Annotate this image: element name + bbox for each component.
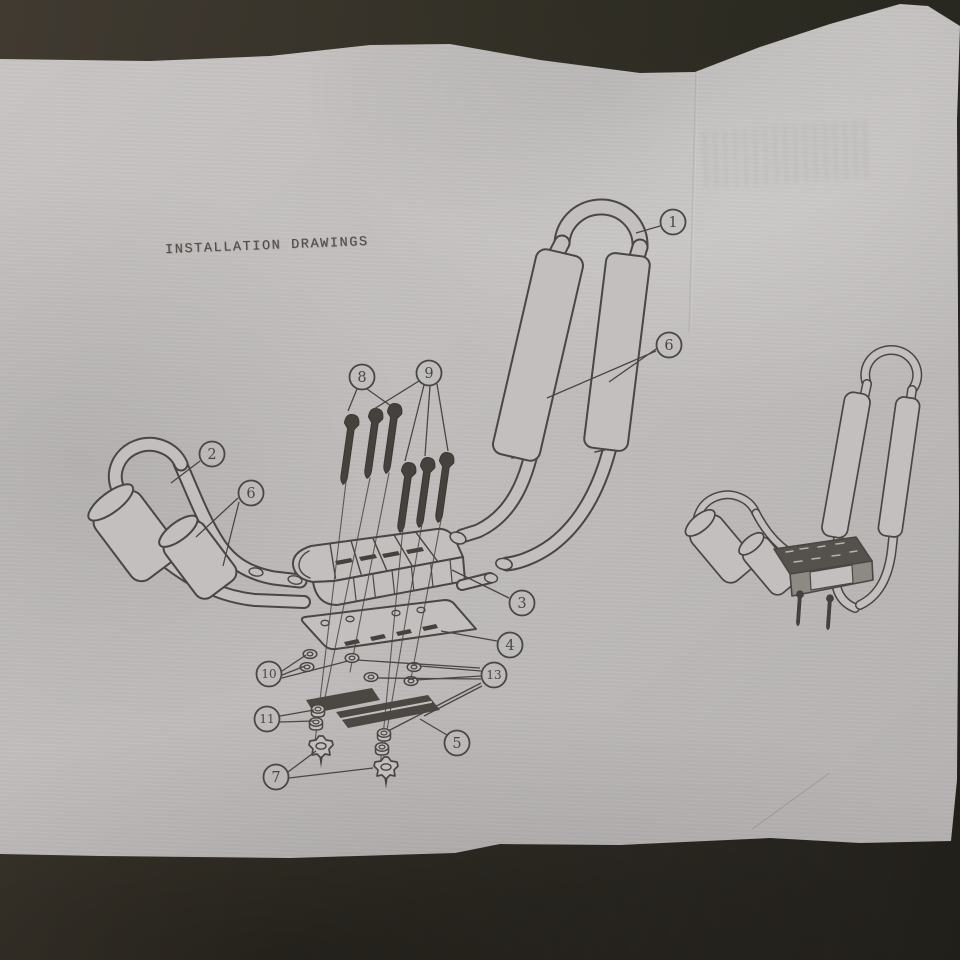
callout-leader-line: [287, 750, 317, 773]
callout-6: 6: [546, 331, 683, 399]
callout-number: 13: [486, 668, 501, 682]
callout-number: 6: [246, 486, 255, 502]
callout-leader-line: [440, 630, 498, 642]
carriage-bolts: [335, 402, 456, 534]
callout-11: 11: [253, 705, 315, 733]
callout-leader-line: [170, 460, 201, 484]
callout-number: 5: [452, 736, 461, 752]
callout-leader-line: [366, 388, 392, 407]
callout-leader-line: [419, 718, 448, 736]
foam-pad-arm-right: [583, 252, 651, 452]
callout-leader-line: [222, 501, 240, 567]
assembled-view: [684, 344, 923, 631]
callout-circle: [496, 631, 524, 659]
callout-number: 11: [259, 712, 274, 726]
callout-6: 6: [195, 479, 265, 567]
callout-leader-line: [376, 677, 482, 680]
callout-2: 2: [170, 440, 226, 484]
callout-circle: [348, 363, 376, 391]
backing-plate: [300, 599, 477, 651]
callout-8: 8: [347, 363, 392, 412]
callout-number: 4: [505, 638, 514, 654]
callout-number: 9: [424, 366, 433, 382]
callout-circle: [253, 705, 281, 733]
callout-circle: [443, 729, 471, 757]
callout-number: 3: [517, 596, 526, 612]
callout-leader-line: [195, 497, 239, 538]
callout-leader-line: [281, 665, 306, 676]
callout-1: 1: [635, 208, 687, 236]
callout-leader-line: [288, 767, 374, 779]
callout-number: 8: [357, 370, 366, 386]
callout-leader-line: [281, 654, 307, 672]
callout-leader-line: [279, 709, 315, 717]
callout-circle: [237, 479, 265, 507]
foam-pad-arm-left: [491, 248, 585, 462]
callout-circle: [255, 660, 283, 688]
mounting-base-block: [291, 527, 466, 606]
callout-circle: [198, 440, 226, 468]
callout-9: 9: [373, 359, 449, 462]
callout-circle: [262, 763, 290, 791]
callout-3: 3: [451, 569, 536, 617]
callout-leader-line: [436, 383, 449, 452]
callout-leader-line: [415, 675, 482, 681]
callout-leader-line: [635, 225, 661, 234]
callout-leader-line: [387, 682, 482, 732]
callout-circle: [480, 661, 508, 689]
callout-number: 6: [664, 338, 673, 354]
callout-leader-line: [279, 720, 314, 723]
callout-leader-line: [356, 659, 481, 669]
callout-circle: [655, 331, 683, 359]
callout-leader-line: [404, 384, 425, 462]
callout-number: 7: [271, 770, 280, 786]
callout-leader-line: [423, 685, 483, 717]
callout-leader-line: [281, 660, 349, 679]
callout-5: 5: [419, 718, 471, 757]
callout-13: 13: [356, 659, 508, 732]
callout-layer: 1 6 2 6 8 9 3 4 10 13 11 5 7: [170, 208, 687, 791]
callout-circle: [415, 359, 443, 387]
callout-leader-line: [347, 388, 358, 412]
callout-10: 10: [255, 654, 349, 688]
exploded-view: [87, 198, 651, 790]
callout-circle: [508, 589, 536, 617]
foam-pad-left-2: [158, 514, 238, 600]
callout-leader-line: [424, 385, 431, 457]
callout-leader-line: [546, 350, 657, 399]
alignment-lines: [314, 472, 442, 769]
callout-number: 1: [668, 215, 677, 231]
callout-4: 4: [440, 630, 524, 659]
callout-7: 7: [262, 750, 374, 791]
callout-leader-line: [373, 380, 420, 410]
callout-number: 2: [207, 447, 216, 463]
callout-leader-line: [419, 665, 482, 672]
foam-pad-left-1: [87, 483, 180, 583]
callout-number: 10: [261, 667, 276, 681]
callout-leader-line: [451, 569, 510, 599]
callout-circle: [659, 208, 687, 236]
